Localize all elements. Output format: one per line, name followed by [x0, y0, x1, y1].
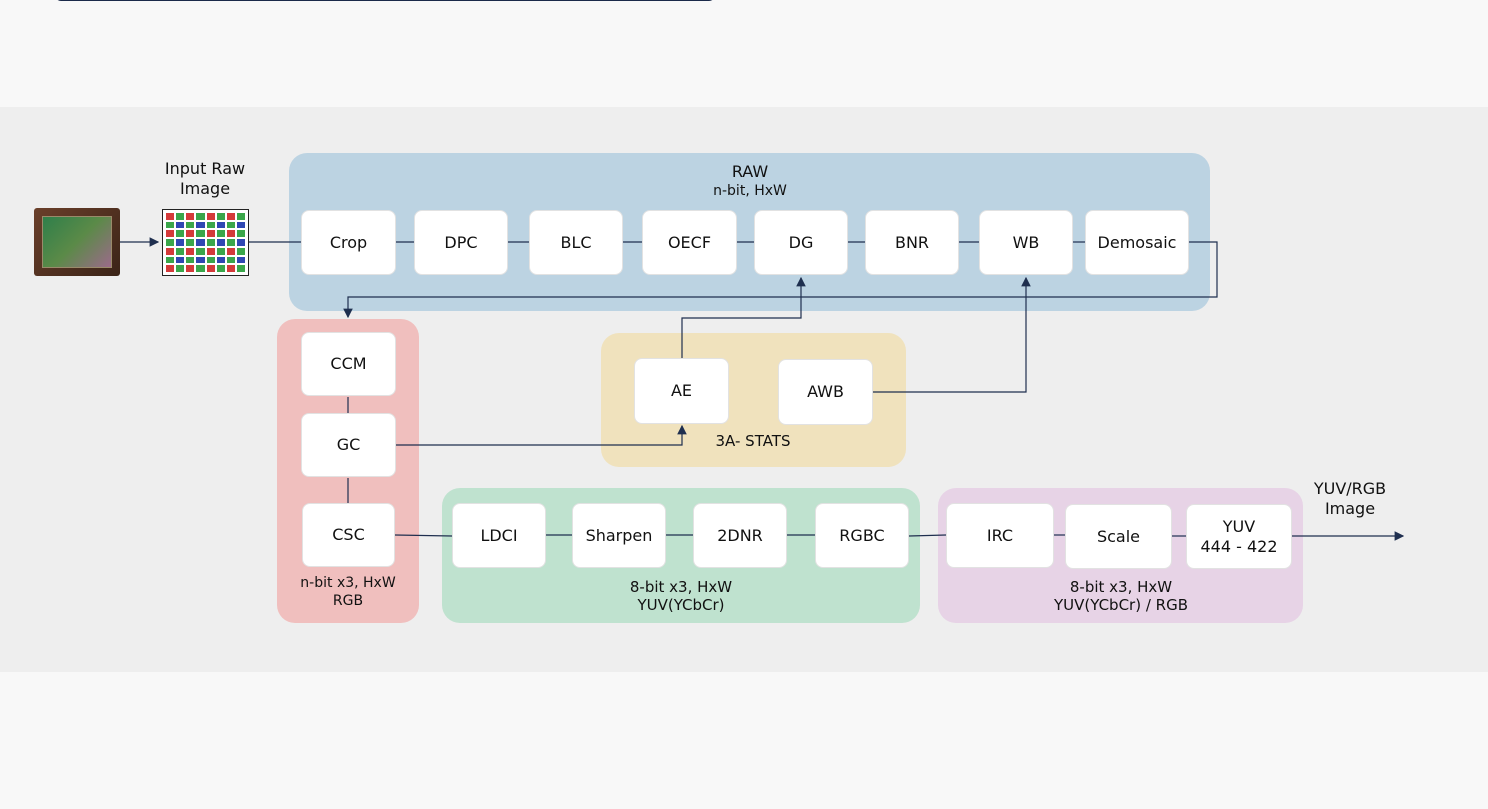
bayer-cell: [236, 265, 245, 272]
bayer-cell: [216, 239, 225, 246]
bayer-cell: [236, 256, 245, 264]
block-sharpen[interactable]: Sharpen: [572, 503, 666, 568]
bayer-cell: [216, 265, 225, 272]
block-blc[interactable]: BLC: [529, 210, 623, 275]
pipeline-diagram: Input Raw Image RAW n-bit, HxW Crop DPC …: [0, 107, 1488, 672]
bayer-cell: [166, 247, 175, 255]
bayer-cell: [216, 221, 225, 229]
bayer-cell: [206, 265, 215, 272]
block-gc[interactable]: GC: [301, 413, 396, 477]
bayer-cell: [216, 230, 225, 238]
bayer-cell: [236, 213, 245, 220]
bayer-cell: [216, 247, 225, 255]
bayer-cell: [196, 256, 205, 264]
bayer-cell: [206, 221, 215, 229]
block-scale[interactable]: Scale: [1065, 504, 1172, 569]
bayer-cell: [216, 256, 225, 264]
bayer-cell: [186, 265, 195, 272]
block-awb[interactable]: AWB: [778, 359, 873, 425]
bayer-cell: [196, 230, 205, 238]
bayer-cell: [186, 256, 195, 264]
bayer-cell: [186, 221, 195, 229]
bayer-cell: [206, 230, 215, 238]
input-raw-image-label: Input Raw Image: [164, 159, 246, 198]
connectors: [62, 237, 1405, 541]
bayer-cell: [176, 230, 185, 238]
block-yuv-444-422[interactable]: YUV 444 - 422: [1186, 504, 1292, 569]
bayer-cell: [186, 230, 195, 238]
bayer-cell: [206, 213, 215, 220]
block-wb[interactable]: WB: [979, 210, 1073, 275]
bayer-cell: [166, 221, 175, 229]
bayer-cell: [176, 247, 185, 255]
bayer-cell: [226, 265, 235, 272]
bayer-cell: [176, 256, 185, 264]
block-2dnr[interactable]: 2DNR: [693, 503, 787, 568]
bayer-cell: [236, 239, 245, 246]
block-csc[interactable]: CSC: [302, 503, 395, 567]
bayer-cell: [166, 265, 175, 272]
bayer-cell: [196, 247, 205, 255]
bayer-cell: [226, 239, 235, 246]
yuv-caption: 8-bit x3, HxW YUV(YCbCr): [629, 578, 733, 614]
bayer-cell: [216, 213, 225, 220]
bayer-cell: [186, 239, 195, 246]
image-sensor-icon: [34, 208, 120, 276]
bayer-cell: [236, 247, 245, 255]
block-dpc[interactable]: DPC: [414, 210, 508, 275]
bayer-cell: [226, 221, 235, 229]
bayer-cell: [226, 247, 235, 255]
bayer-cell: [226, 230, 235, 238]
bayer-cell: [206, 256, 215, 264]
bayer-cell: [176, 239, 185, 246]
bayer-cell: [166, 213, 175, 220]
rgb-caption: n-bit x3, HxW RGB: [300, 575, 396, 609]
raw-subtitle: n-bit, HxW: [713, 183, 787, 199]
block-bnr[interactable]: BNR: [865, 210, 959, 275]
block-ccm[interactable]: CCM: [301, 332, 396, 396]
bayer-cell: [196, 239, 205, 246]
bayer-cell: [226, 213, 235, 220]
block-oecf[interactable]: OECF: [642, 210, 737, 275]
top-bar: [55, 0, 715, 1]
block-dg[interactable]: DG: [754, 210, 848, 275]
bayer-cell: [236, 221, 245, 229]
bayer-cell: [186, 247, 195, 255]
bayer-cell: [196, 265, 205, 272]
bayer-cell: [166, 239, 175, 246]
output-caption: 8-bit x3, HxW YUV(YCbCr) / RGB: [1053, 578, 1188, 614]
bayer-cell: [176, 265, 185, 272]
bayer-cell: [166, 256, 175, 264]
block-ldci[interactable]: LDCI: [452, 503, 546, 568]
bayer-cell: [166, 230, 175, 238]
block-ae[interactable]: AE: [634, 358, 729, 424]
output-image-label: YUV/RGB Image: [1313, 479, 1387, 518]
bayer-cell: [206, 239, 215, 246]
bayer-cell: [236, 230, 245, 238]
bayer-cell: [176, 221, 185, 229]
block-rgbc[interactable]: RGBC: [815, 503, 909, 568]
bayer-cell: [226, 256, 235, 264]
block-irc[interactable]: IRC: [946, 503, 1054, 568]
raw-title: RAW: [731, 162, 769, 181]
bayer-cell: [196, 213, 205, 220]
bayer-cell: [196, 221, 205, 229]
bayer-cell: [206, 247, 215, 255]
bayer-pattern-icon: [162, 209, 249, 276]
block-demosaic[interactable]: Demosaic: [1085, 210, 1189, 275]
bayer-cell: [186, 213, 195, 220]
block-crop[interactable]: Crop: [301, 210, 396, 275]
stats-caption: 3A- STATS: [715, 432, 791, 450]
bayer-cell: [176, 213, 185, 220]
